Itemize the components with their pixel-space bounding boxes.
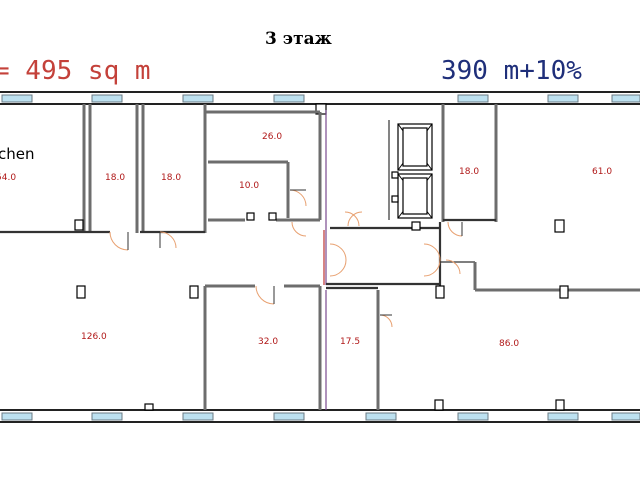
window-top-2 (91, 94, 123, 103)
room-area-17-5: 17.5 (340, 337, 360, 347)
column-small-2 (268, 212, 277, 221)
window-top-1 (1, 94, 33, 103)
window-bottom-3 (182, 412, 214, 421)
room-area-54: 54.0 (0, 173, 16, 183)
core (323, 110, 442, 290)
column-bottom-2 (189, 285, 199, 299)
room-area-86: 86.0 (499, 339, 519, 349)
right-offices (440, 104, 640, 292)
top-facade (0, 91, 640, 115)
window-top-6 (547, 94, 579, 103)
room-area-10: 10.0 (239, 181, 259, 191)
total-area-label: = 495 sq m (0, 56, 151, 86)
room-area-126: 126.0 (81, 332, 107, 342)
kitchen-label: chen (0, 145, 35, 163)
room-area-18b: 18.0 (161, 173, 181, 183)
window-bottom-1 (1, 412, 33, 421)
room-area-26: 26.0 (262, 132, 282, 142)
column-bottom-3 (435, 285, 445, 299)
window-bottom-6 (457, 412, 489, 421)
column-bottom-1 (76, 285, 86, 299)
column-left-1 (74, 219, 84, 231)
window-top-5 (457, 94, 489, 103)
window-bottom-4 (273, 412, 305, 421)
column-small-1 (246, 212, 255, 221)
bottom-offices (76, 284, 569, 411)
room-area-32: 32.0 (258, 337, 278, 347)
window-top-7 (611, 94, 640, 103)
left-offices (0, 104, 207, 251)
rooms-26-10 (205, 110, 322, 237)
floor-title: 3 этаж (265, 29, 332, 49)
column-bottom-4 (559, 285, 569, 299)
window-bottom-2 (91, 412, 123, 421)
rentable-area-label: 390 m+10% (441, 56, 582, 86)
window-bottom-5 (365, 412, 397, 421)
window-bottom-7 (547, 412, 579, 421)
window-bottom-8 (611, 412, 640, 421)
bottom-facade (0, 409, 640, 423)
window-top-3 (182, 94, 214, 103)
column-right-1 (554, 219, 565, 233)
room-area-61: 61.0 (592, 167, 612, 177)
window-top-4 (273, 94, 305, 103)
room-area-18c: 18.0 (459, 167, 479, 177)
room-area-18a: 18.0 (105, 173, 125, 183)
